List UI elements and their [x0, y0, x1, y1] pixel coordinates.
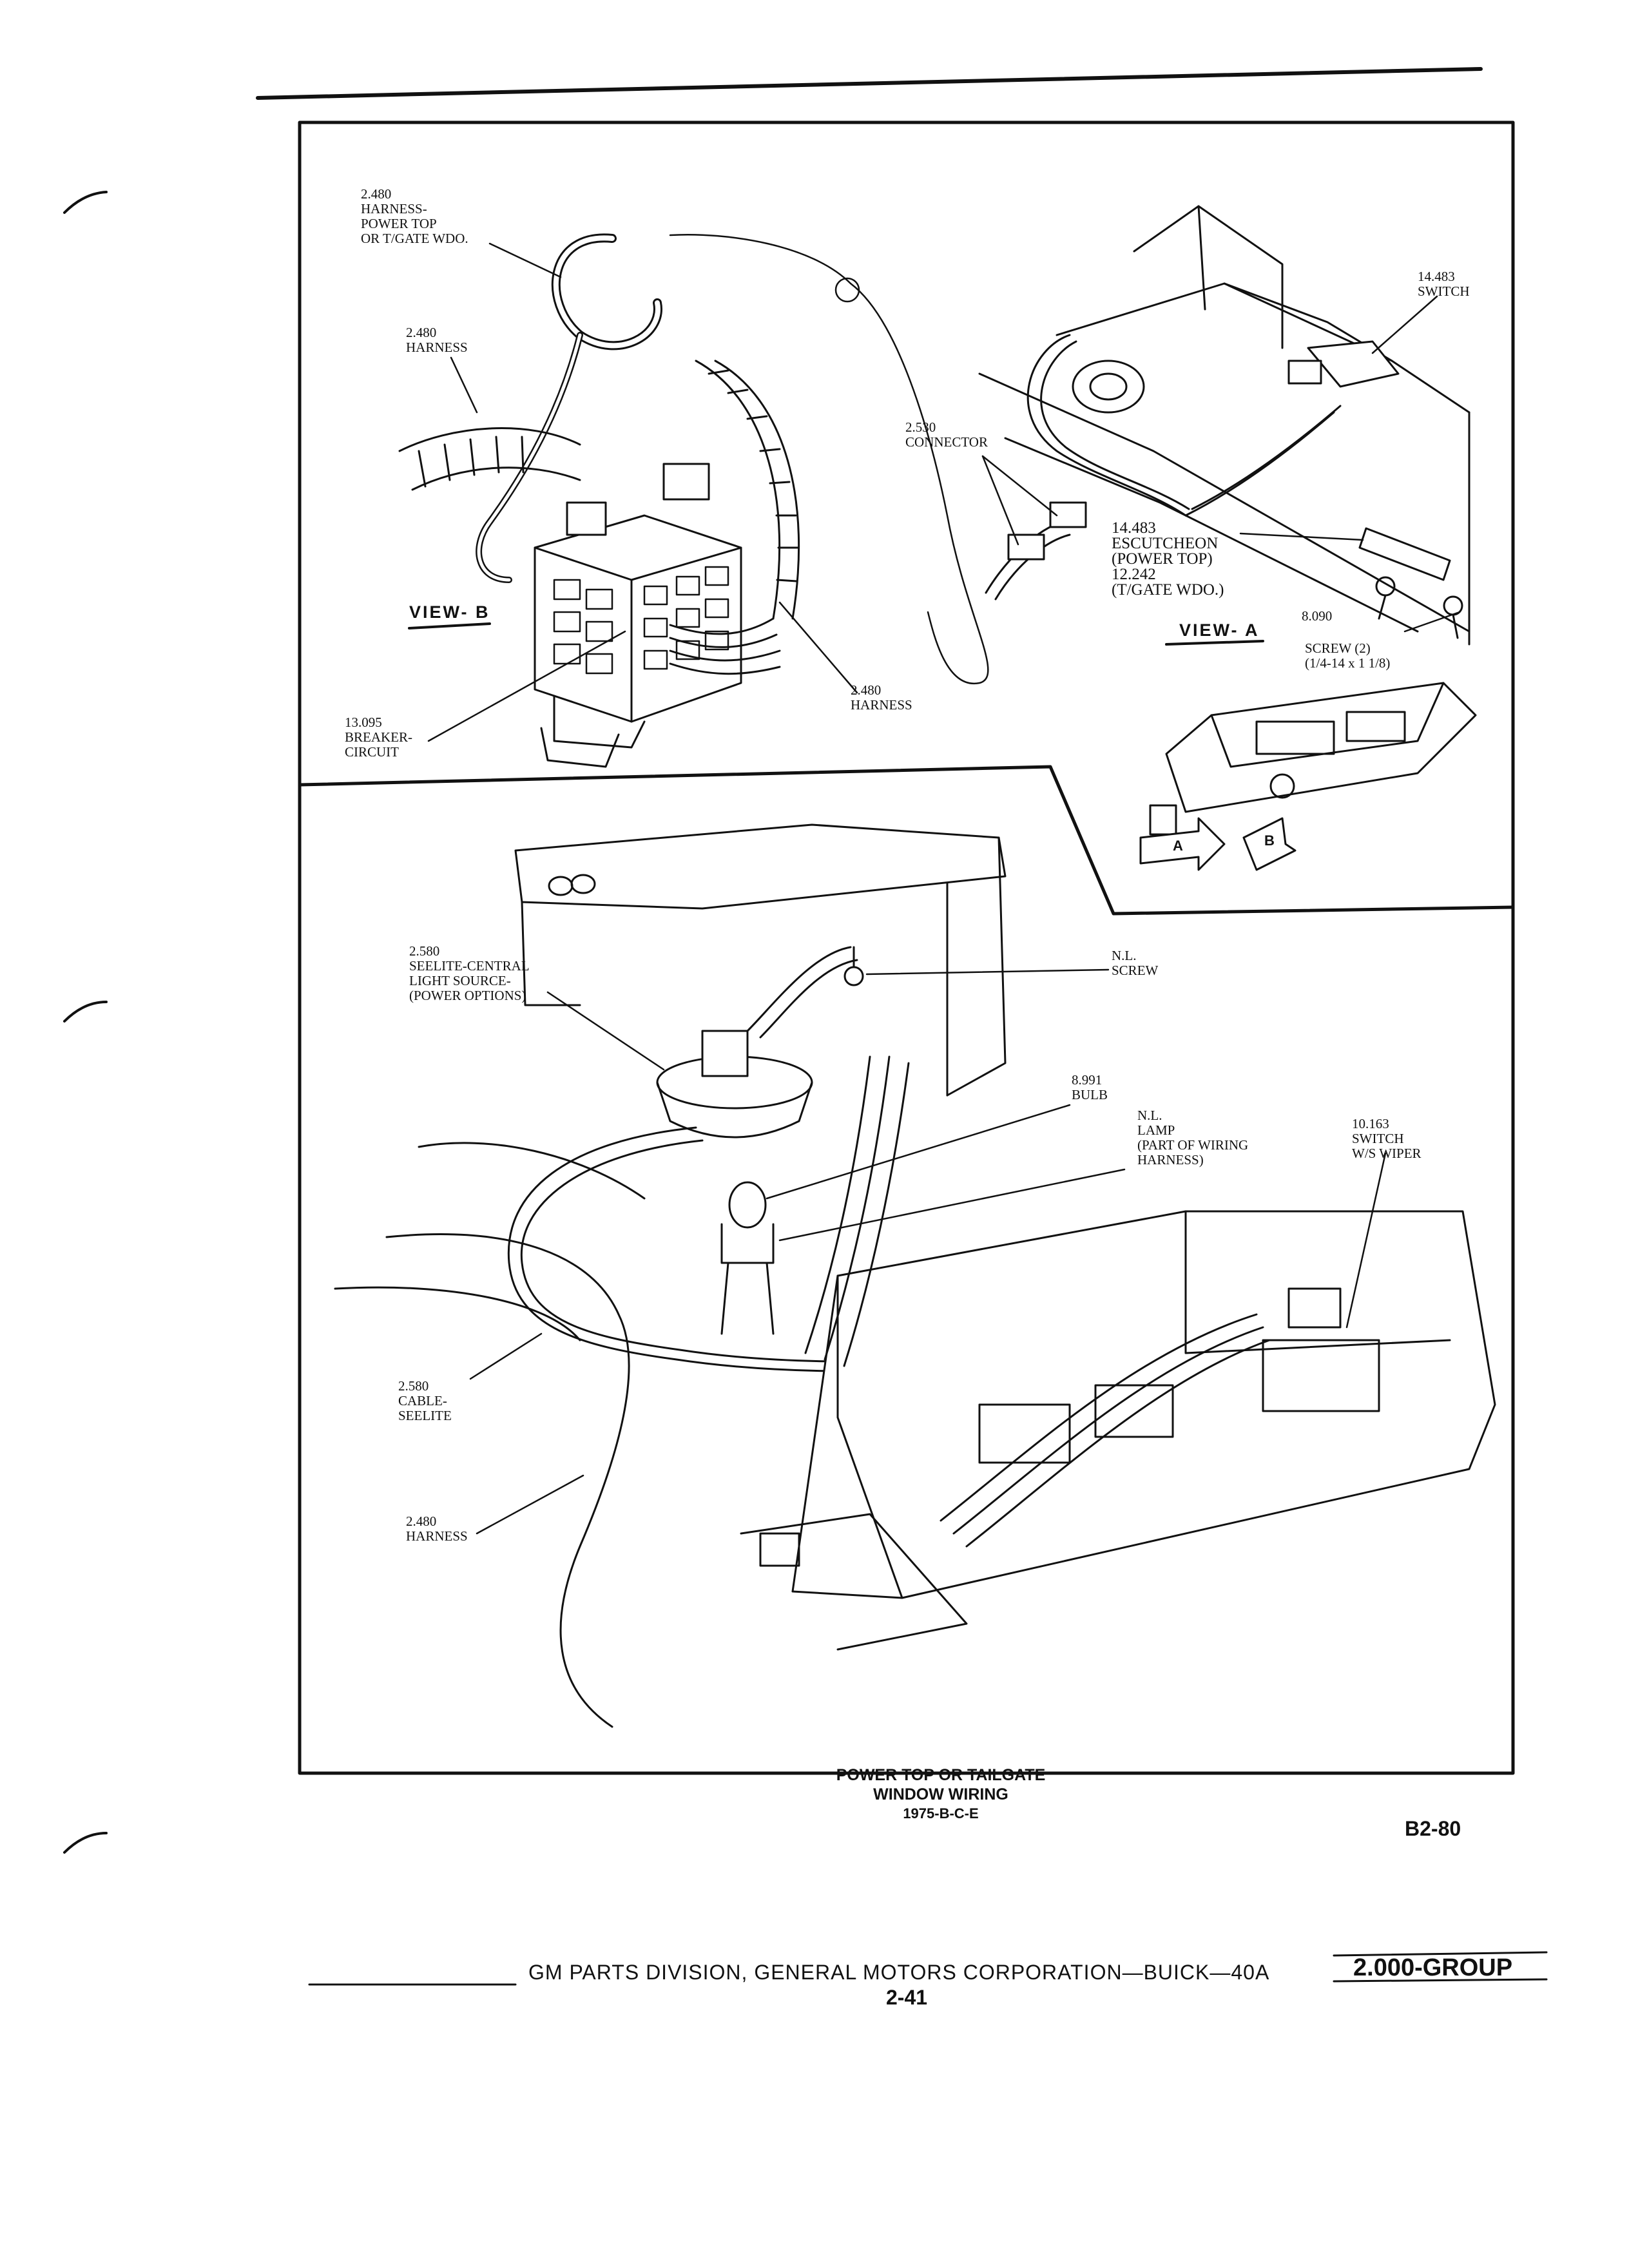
- label-nl-lamp: N.L. LAMP (PART OF WIRING HARNESS): [1137, 1108, 1249, 1168]
- label-harness-left: 2.480 HARNESS: [406, 325, 468, 355]
- arrow-a-shape: [1139, 817, 1226, 871]
- view-b-title: VIEW- B: [409, 602, 490, 622]
- label-screw: SCREW (2) (1/4-14 x 1 1/8): [1305, 640, 1391, 671]
- label-escutcheon: 14.483 ESCUTCHEON (POWER TOP) 12.242 (T/…: [1112, 519, 1224, 599]
- arrow-b-label: B: [1264, 832, 1275, 849]
- binder-mark: [63, 191, 108, 214]
- figure-frame: [298, 120, 1515, 1775]
- label-switch-wiper: 10.163 SWITCH W/S WIPER: [1352, 1116, 1422, 1161]
- view-a-title: VIEW- A: [1179, 620, 1260, 640]
- figure-code: B2-80: [1405, 1817, 1461, 1840]
- panel-divider: [298, 765, 1515, 916]
- caption-line-1: POWER TOP OR TAILGATE: [836, 1766, 1046, 1784]
- label-harness-mid: 2.480 HARNESS: [851, 682, 912, 713]
- label-screw-number: 8.090: [1302, 608, 1333, 624]
- view-b-drawing: [398, 233, 989, 768]
- footer-division: GM PARTS DIVISION, GENERAL MOTORS CORPOR…: [528, 1961, 1270, 1984]
- binder-mark: [63, 1832, 108, 1854]
- caption-line-3: 1975-B-C-E: [903, 1805, 979, 1821]
- label-seelite-central: 2.580 SEELITE-CENTRAL LIGHT SOURCE- (POW…: [409, 943, 530, 1003]
- footer-page-number: 2-41: [886, 1986, 928, 2009]
- label-harness-bottom: 2.480 HARNESS: [406, 1514, 468, 1544]
- bottom-panel-drawing: [334, 823, 1496, 1728]
- label-cable-seelite: 2.580 CABLE- SEELITE: [398, 1378, 452, 1423]
- label-harness-top: 2.480 HARNESS- POWER TOP OR T/GATE WDO.: [361, 186, 468, 246]
- footer-rule-under: [1333, 1978, 1548, 1983]
- binder-mark: [63, 1001, 108, 1023]
- label-connector: 2.530 CONNECTOR: [905, 419, 988, 450]
- arrow-b-shape: [1242, 817, 1296, 871]
- arrow-a-label: A: [1173, 838, 1183, 854]
- label-nl-screw: N.L. SCREW: [1112, 948, 1159, 978]
- view-a-drawing: [978, 205, 1477, 871]
- label-switch-top: 14.483 SWITCH: [1418, 269, 1470, 299]
- label-breaker-circuit: 13.095 BREAKER- CIRCUIT: [345, 715, 412, 760]
- label-bulb: 8.991 BULB: [1072, 1072, 1108, 1102]
- footer-group: 2.000-GROUP: [1353, 1954, 1513, 1981]
- figure-caption: POWER TOP OR TAILGATE WINDOW WIRING 1975…: [696, 1765, 1186, 1823]
- footer-rule-right: [1333, 1951, 1548, 1957]
- caption-line-2: WINDOW WIRING: [873, 1785, 1008, 1803]
- top-rule: [256, 67, 1483, 100]
